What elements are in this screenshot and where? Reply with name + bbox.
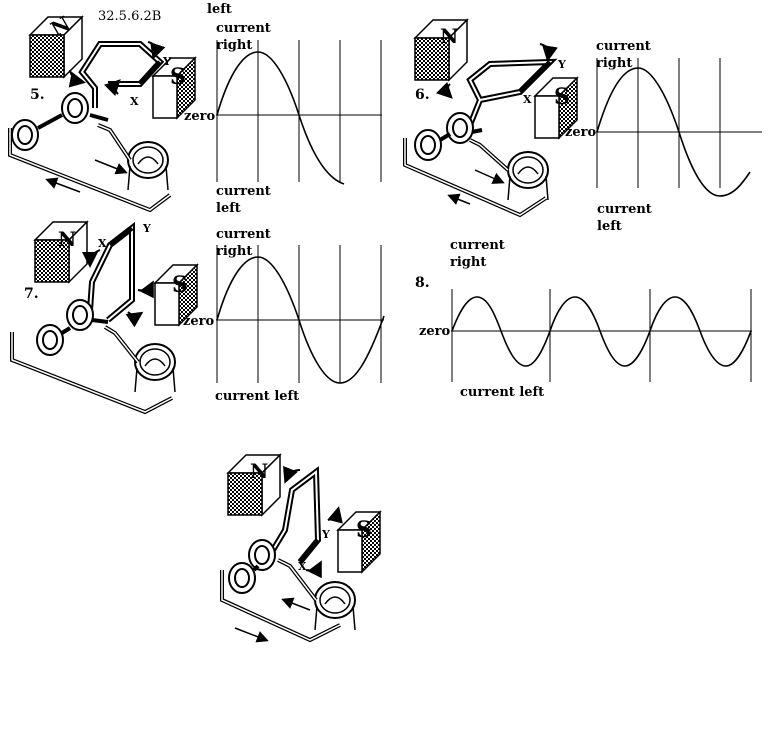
panel-8-graph	[451, 289, 752, 382]
panel-5-y-label: Y	[162, 55, 171, 68]
panel-8-top-label: current right	[450, 238, 505, 270]
panel-6-top-label: current right	[596, 39, 651, 71]
panel-5-generator: N S Y X	[8, 11, 196, 213]
bottom-north-label: N	[250, 459, 268, 483]
panel-7-number: 7.	[24, 286, 39, 302]
panel-7-wave	[216, 256, 385, 384]
bottom-generator: N S Y X	[220, 454, 381, 643]
panel-5-south-label: S	[170, 64, 186, 90]
panel-7-top-label: current right	[216, 227, 271, 259]
panel-6-wave	[596, 67, 751, 197]
panel-7-graph	[216, 245, 385, 384]
panel-8-wave	[451, 296, 752, 367]
panel-8-number: 8.	[415, 275, 430, 291]
panel-5-x-label: X	[130, 95, 139, 108]
panel-6-north-label: N	[440, 24, 458, 48]
panel-5-graph	[216, 40, 382, 185]
figure-id: 32.5.6.2B	[98, 9, 162, 24]
panel-6-generator: N S Y X	[403, 19, 578, 218]
panel-7-generator: N S Y X	[10, 221, 198, 415]
panel-8-zero-label: zero	[419, 324, 451, 339]
bottom-south-label: S	[356, 517, 372, 543]
panel-7-south-label: S	[172, 272, 188, 298]
panel-5-number: 5.	[30, 87, 45, 103]
panel-7-zero-label: zero	[183, 314, 215, 329]
panel-5-bottom-label: current left	[216, 184, 271, 216]
panel-7-bottom-label: current left	[215, 389, 300, 404]
panel-5-top-label: current right	[216, 21, 271, 53]
panel-7-y-label: Y	[142, 222, 151, 235]
bottom-y-label: Y	[321, 528, 330, 541]
panel-6-y-label: Y	[557, 58, 566, 71]
panel-6-number: 6.	[415, 87, 430, 103]
stray-left-label: left	[207, 2, 232, 17]
panel-7-north-label: N	[58, 227, 76, 251]
panel-6-graph	[596, 58, 762, 197]
panel-5-wave	[216, 51, 345, 185]
panel-6-x-label: X	[523, 93, 532, 106]
panel-6-bottom-label: current left	[597, 202, 652, 234]
panel-6-south-label: S	[554, 84, 570, 110]
panel-8-bottom-label: current left	[460, 385, 545, 400]
panel-5-zero-label: zero	[184, 109, 216, 124]
panel-7-x-label: X	[98, 237, 107, 250]
bottom-x-label: X	[298, 560, 307, 573]
panel-6-zero-label: zero	[565, 125, 597, 140]
